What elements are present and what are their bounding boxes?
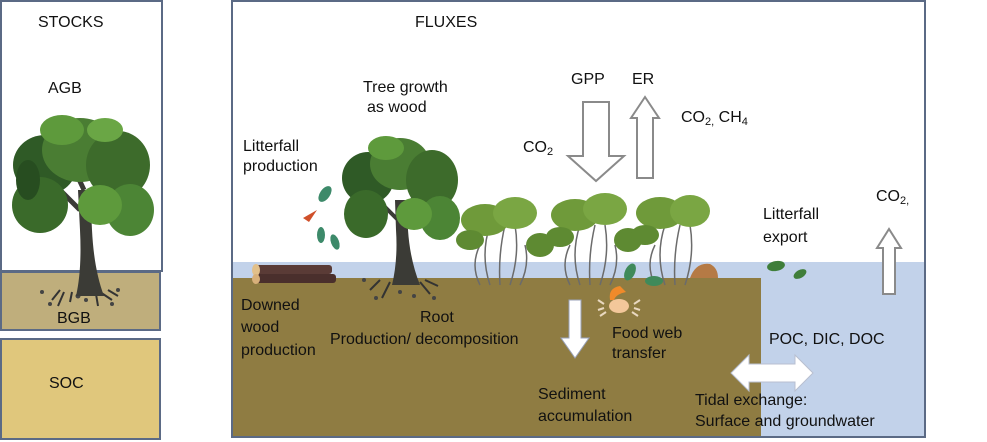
stocks-title: STOCKS (38, 14, 104, 31)
leaf-litter-icon (624, 263, 663, 286)
sediment-down-arrow-icon (560, 299, 590, 359)
sediment-area (233, 278, 761, 436)
floating-leaves-icon (767, 260, 807, 279)
tidal-exchange-double-arrow-icon (730, 353, 814, 393)
gpp-down-arrow-icon (565, 101, 627, 183)
litterfall-export-label-line2: export (763, 229, 808, 246)
tree-growth-label-line2: as wood (367, 99, 427, 116)
food-web-label-line2: transfer (612, 345, 667, 362)
shell-icon (690, 263, 718, 278)
bgb-label: BGB (57, 310, 91, 327)
water-co2-label: CO2, (876, 187, 910, 207)
co2-uptake-base: CO (523, 139, 547, 156)
tidal-exchange-label-line1: Tidal exchange: (695, 392, 808, 409)
root-label-line1: Root (420, 309, 454, 326)
soc-label: SOC (49, 375, 84, 392)
er-label: ER (632, 71, 655, 88)
mangrove-3 (631, 195, 710, 286)
water-co2-up-arrow-icon (875, 227, 903, 295)
root-label-line2: Production/ decomposition (330, 331, 519, 348)
downed-log-icon (252, 264, 336, 284)
co2-ch4-emission-label: CO2, CH4 (681, 108, 748, 128)
co2-uptake-label: CO2 (523, 138, 554, 158)
sediment-label-line1: Sediment (538, 386, 606, 403)
tidal-exchange-label-line2: Surface and groundwater (695, 413, 875, 430)
water-co2-base: CO (876, 188, 900, 205)
sediment-label-line2: accumulation (538, 408, 633, 425)
downed-wood-label-line2: wood (241, 319, 280, 336)
poc-dic-doc-label: POC, DIC, DOC (769, 331, 885, 348)
litterfall-production-label-line1: Litterfall (243, 138, 300, 155)
tree-growth-label-line1: Tree growth (363, 79, 448, 96)
ch4-emission-sub: 4 (741, 116, 748, 128)
fluxes-tree-icon (342, 136, 460, 300)
gpp-label: GPP (571, 71, 605, 88)
food-web-label-line1: Food web (612, 325, 683, 342)
co2-emission-base: CO (681, 109, 705, 126)
mangrove-1 (456, 197, 554, 286)
litterfall-production-label-line2: production (243, 158, 318, 175)
stocks-tree-roots (40, 288, 120, 307)
water-co2-sub: 2, (900, 195, 910, 207)
fluxes-title: FLUXES (415, 14, 478, 31)
mangrove-trees-icon (456, 193, 710, 286)
falling-leaves-icon (303, 186, 340, 250)
crab-icon (597, 286, 641, 317)
co2-emission-sub: 2, (705, 116, 715, 128)
co2-uptake-sub: 2 (547, 146, 554, 158)
mangrove-2 (546, 193, 642, 286)
agb-label: AGB (48, 80, 82, 97)
downed-wood-label-line3: production (241, 342, 316, 359)
soc-layer (0, 338, 161, 440)
downed-wood-label-line1: Downed (241, 297, 300, 314)
er-up-arrow-icon (629, 95, 661, 179)
litterfall-export-label-line1: Litterfall (763, 206, 820, 223)
stocks-tree-icon (12, 115, 154, 307)
ch4-emission-base: CH (714, 109, 742, 126)
